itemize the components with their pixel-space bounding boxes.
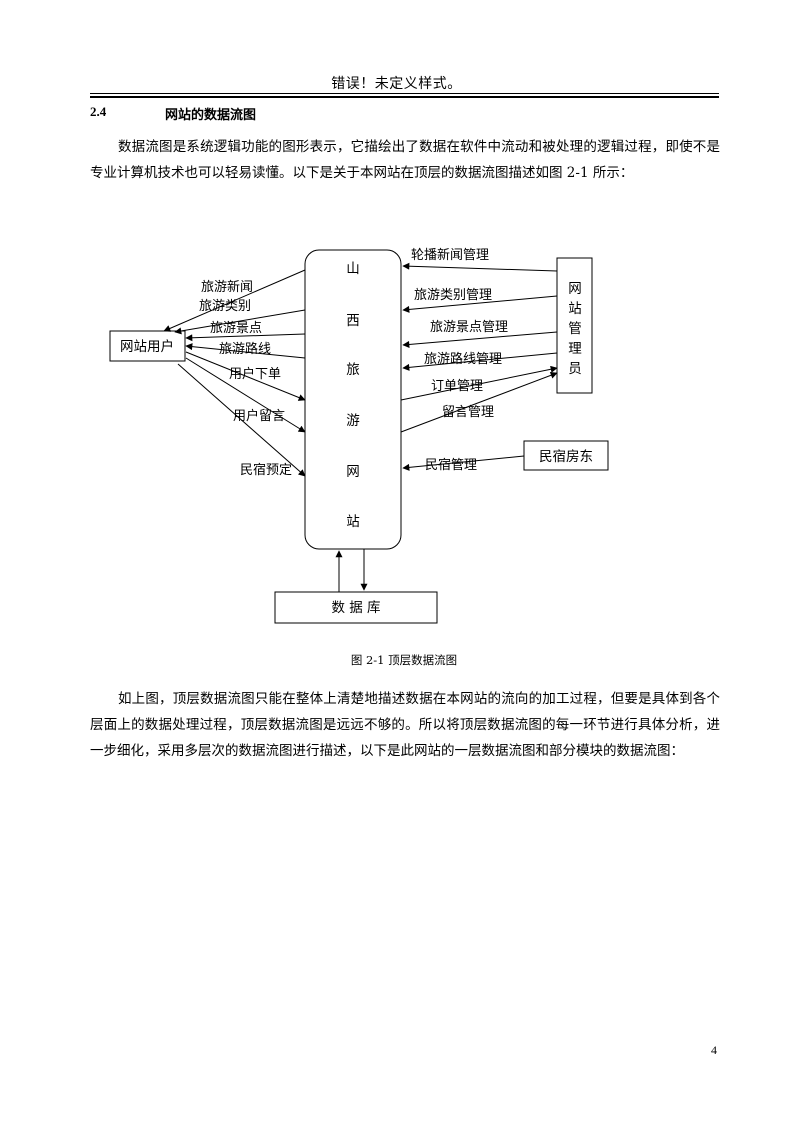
admin-char-0: 网: [568, 281, 582, 297]
flow-arrow-order: [185, 351, 306, 401]
database-label: 数 据 库: [331, 600, 380, 616]
homestay-owner-label: 民宿房东: [539, 448, 593, 465]
flow-label-homestay-mgmt: 民宿管理: [425, 457, 477, 473]
system-char-0: 山: [346, 261, 360, 277]
flow-label-scenic: 旅游景点: [210, 321, 262, 336]
section-title: 网站的数据流图: [165, 108, 257, 123]
admin-char-4: 员: [568, 361, 582, 377]
flow-arrow-news-mgmt: [402, 262, 558, 272]
system-char-5: 站: [346, 514, 360, 530]
flow-label-message-mgmt: 留言管理: [442, 405, 494, 420]
intro-paragraph: 数据流图是系统逻辑功能的图形表示，它描绘出了数据在软件中流动和被处理的逻辑过程，…: [90, 139, 720, 181]
system-char-2: 旅: [346, 362, 360, 378]
flow-label-order: 用户下单: [229, 366, 281, 382]
system-char-3: 游: [346, 413, 360, 429]
flow-label-route: 旅游路线: [219, 341, 271, 357]
data-flow-diagram: 网站用户 山 西 旅 游 网 站 网 站 管 理 员 民宿房东 数 据 库 旅游…: [109, 247, 609, 624]
system-char-1: 西: [346, 313, 360, 329]
followup-paragraph: 如上图，顶层数据流图只能在整体上清楚地描述数据在本网站的流向的加工过程，但要是具…: [90, 691, 720, 759]
flow-label-category-mgmt: 旅游类别管理: [414, 288, 492, 303]
flow-label-category: 旅游类别: [199, 299, 251, 314]
admin-char-1: 站: [568, 301, 582, 317]
header-rule: [90, 93, 719, 94]
flow-arrow-scenic-mgmt: [402, 331, 558, 348]
flow-arrow-homestay-mgmt: [402, 455, 525, 471]
flow-arrow-scenic: [185, 333, 306, 342]
admin-char-2: 管: [568, 321, 582, 337]
section-number: 2.4: [90, 104, 107, 119]
database-box: [274, 591, 438, 624]
flow-arrow-news: [163, 269, 306, 332]
flow-label-message: 用户留言: [233, 408, 285, 424]
flow-label-news-mgmt: 轮播新闻管理: [411, 247, 489, 263]
header-rule-thick: [90, 96, 719, 98]
flow-arrow-route: [185, 343, 306, 359]
flow-label-route-mgmt: 旅游路线管理: [424, 351, 502, 367]
flow-label-news: 旅游新闻: [201, 279, 253, 295]
admin-char-3: 理: [568, 341, 582, 357]
flow-arrow-message-mgmt: [400, 371, 558, 433]
website-user-label: 网站用户: [120, 338, 174, 355]
homestay-owner-box: [523, 440, 609, 471]
page-header: 错误！未定义样式。: [331, 76, 462, 92]
flow-arrow-message: [185, 357, 306, 433]
system-char-4: 网: [346, 464, 360, 480]
flow-arrow-category: [174, 309, 306, 335]
admin-box: [556, 257, 593, 394]
flow-arrow-order-mgmt: [400, 365, 558, 401]
page-number: 4: [711, 1043, 717, 1057]
flow-arrow-booking: [177, 363, 306, 477]
flow-label-booking: 民宿预定: [240, 462, 292, 478]
website-user-box: [109, 330, 186, 362]
flow-arrow-category-mgmt: [402, 295, 558, 313]
flow-label-scenic-mgmt: 旅游景点管理: [430, 320, 508, 335]
figure-caption: 图 2-1 顶层数据流图: [350, 653, 458, 667]
flow-arrow-route-mgmt: [402, 352, 558, 371]
flow-label-order-mgmt: 订单管理: [431, 379, 483, 394]
system-process-box: [304, 249, 402, 550]
